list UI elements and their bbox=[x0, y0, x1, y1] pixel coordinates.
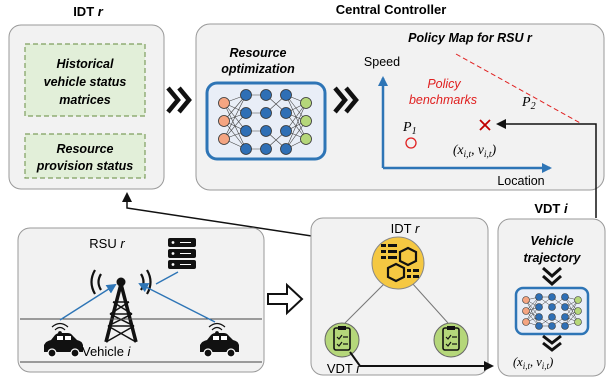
rsu-tower-icon bbox=[90, 269, 152, 343]
double-chevron-icon bbox=[166, 86, 192, 114]
location-axis-label: Location bbox=[497, 174, 544, 188]
rsu-label: RSU r bbox=[89, 236, 125, 251]
resource-provision-box bbox=[24, 133, 146, 179]
historical-status-line2: vehicle status bbox=[44, 75, 127, 89]
policy-map-title: Policy Map for RSU r bbox=[408, 31, 533, 45]
hollow-right-arrow-icon bbox=[267, 282, 304, 316]
trajectory-feed-arrow bbox=[496, 119, 597, 218]
graph-idt-label: IDT r bbox=[391, 221, 420, 236]
vdt-panel-title: VDT i bbox=[534, 201, 568, 216]
chevron-down-icon-2 bbox=[542, 334, 562, 352]
resource-provision-line1: Resource bbox=[57, 142, 114, 156]
optimization-label-line1: Resource bbox=[230, 46, 287, 60]
server-link bbox=[155, 271, 179, 285]
server-icon bbox=[168, 238, 196, 269]
policy-benchmarks-line2: benchmarks bbox=[409, 93, 477, 107]
current-state-label: (xi,t, vi,t) bbox=[453, 142, 497, 160]
central-controller-title: Central Controller bbox=[336, 2, 447, 17]
road-panel-frame bbox=[17, 227, 265, 373]
idt-panel: IDT r Historical vehicle status matrices… bbox=[8, 4, 165, 190]
trajectory-label-line1: Vehicle bbox=[530, 234, 573, 248]
policy-benchmarks-line1: Policy bbox=[427, 77, 461, 91]
road-panel: RSU r bbox=[17, 227, 265, 373]
policy-boundary-line bbox=[455, 53, 583, 125]
vdt-node-icon-left bbox=[324, 322, 360, 358]
twin-graph-panel: IDT r VDT i bbox=[310, 217, 489, 376]
car-icon-right bbox=[200, 333, 239, 358]
trajectory-network-icon bbox=[514, 286, 590, 336]
trajectory-label-line2: trajectory bbox=[524, 251, 582, 265]
idt-node-icon bbox=[371, 236, 425, 290]
graph-edge-right bbox=[411, 282, 449, 324]
historical-status-line3: matrices bbox=[59, 93, 110, 107]
historical-status-line1: Historical bbox=[57, 57, 114, 71]
graph-edge-left bbox=[344, 282, 386, 324]
uplink-right bbox=[138, 283, 216, 323]
neural-network-icon bbox=[205, 81, 327, 161]
trajectory-output-label: (xi,t, vi,t) bbox=[513, 355, 553, 371]
policy-p2-label: P2 bbox=[521, 95, 536, 112]
policy-p1-label: P1 bbox=[402, 120, 417, 137]
vdt-panel: VDT i Vehicle trajectory bbox=[497, 201, 606, 377]
historical-status-box bbox=[24, 43, 146, 117]
vehicle-label: Vehicle i bbox=[82, 344, 132, 359]
chevron-down-icon bbox=[542, 266, 562, 287]
optimization-label-line2: optimization bbox=[221, 62, 295, 76]
speed-axis-label: Speed bbox=[364, 55, 400, 69]
graph-vdt-label: VDT i bbox=[327, 361, 360, 376]
idt-panel-title: IDT r bbox=[73, 4, 104, 19]
double-chevron-icon-2 bbox=[333, 86, 359, 114]
uplink-left bbox=[59, 283, 117, 321]
current-state-cross-icon bbox=[479, 119, 491, 131]
vdt-node-icon-right bbox=[433, 322, 469, 358]
policy-p1-point bbox=[405, 137, 417, 149]
resource-provision-line2: provision status bbox=[36, 159, 134, 173]
vdt-sync-arrow bbox=[349, 351, 494, 371]
central-controller-panel: Central Controller Resource optimization bbox=[195, 2, 605, 191]
car-icon-left bbox=[44, 333, 83, 358]
